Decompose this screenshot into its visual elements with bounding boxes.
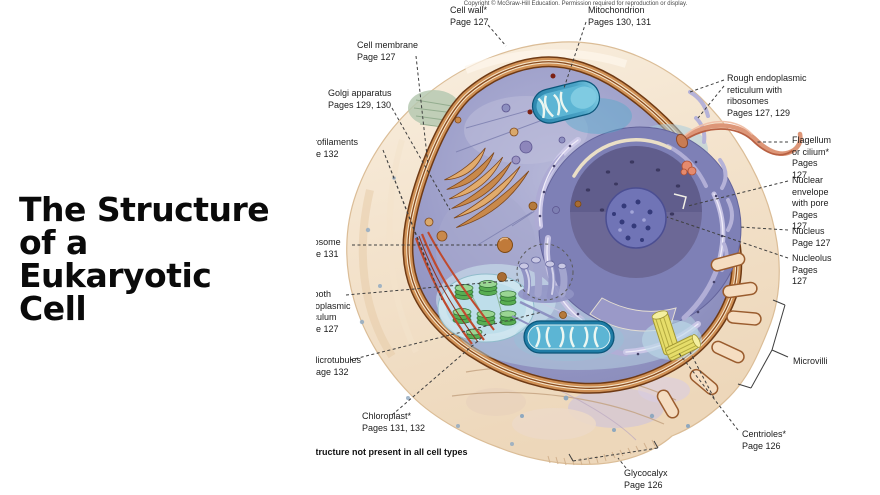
cell-figure: Copyright © McGraw-Hill Education. Permi… [316, 0, 835, 495]
label-nucleus: Nucleus Page 127 [792, 226, 831, 248]
microvilli-bracket [737, 299, 789, 389]
nucleolus [605, 187, 667, 249]
vesicles [497, 73, 697, 319]
glycocalyx-fuzz [547, 439, 656, 466]
leader-lines [345, 21, 789, 469]
mitochondrion-top [531, 80, 632, 134]
copyright-notice: Copyright © McGraw-Hill Education. Permi… [463, 1, 688, 7]
label-cell-wall: Cell wall* Page 127 [450, 5, 489, 27]
title-line: The Structure [19, 190, 270, 229]
golgi-apparatus [424, 103, 566, 242]
label-microtubules: Microtubules Page 132 [316, 355, 362, 377]
slide-title: The Structure of a Eukaryotic Cell [19, 193, 309, 325]
lysosome-sphere [497, 237, 513, 253]
coral-blob [680, 160, 697, 176]
label-smooth-er: Smooth endoplasmic reticulum Page 127 [316, 289, 351, 334]
label-golgi-apparatus: Golgi apparatus Pages 129, 130 [328, 88, 392, 110]
label-glycocalyx: Glycocalyx Page 126 [624, 468, 668, 490]
label-centrioles: Centrioles* Page 126 [742, 429, 787, 451]
label-lysosome: Lysosome Page 131 [316, 237, 341, 259]
smooth-er [516, 243, 574, 303]
label-flagellum: Flagellum or cilium* Pages 127 [792, 135, 832, 180]
label-cell-membrane: Cell membrane Page 127 [357, 40, 419, 62]
microvilli [656, 252, 762, 419]
figure-footnote: *Structure not present in all cell types [316, 447, 468, 457]
nucleus [534, 90, 742, 357]
label-chloroplast: Chloroplast* Pages 131, 132 [362, 411, 426, 433]
label-mitochondrion: Mitochondrion Pages 130, 131 [588, 5, 652, 27]
title-line: of a [19, 223, 88, 262]
title-line: Cell [19, 289, 87, 328]
centrioles [642, 310, 702, 361]
title-line: Eukaryotic [19, 256, 212, 295]
label-microfilaments: Microfilaments Page 132 [316, 137, 359, 159]
label-rough-er: Rough endoplasmic reticulum with ribosom… [727, 73, 807, 118]
mitochondrion-bottom [514, 317, 624, 361]
label-microvilli: Microvilli [793, 356, 828, 366]
flagellum [675, 120, 803, 156]
label-nuclear-envelope: Nuclear envelope with pore Pages 127 [792, 175, 829, 231]
label-nucleolus: Nucleolus Pages 127 [792, 253, 832, 286]
cell-diagram [345, 21, 803, 469]
